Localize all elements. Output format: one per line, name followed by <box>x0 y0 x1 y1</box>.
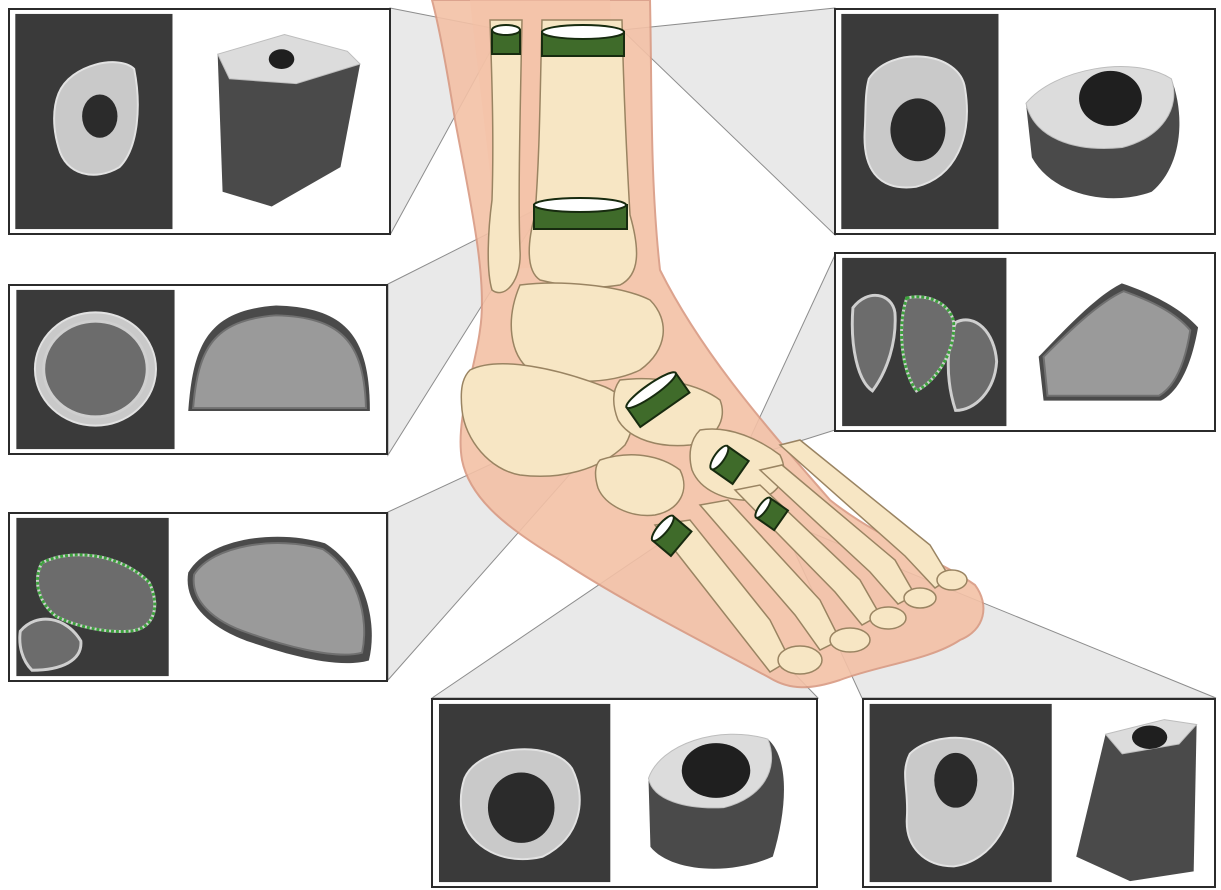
3d-render <box>188 306 370 411</box>
fibula-bone <box>488 20 522 293</box>
panel-talus <box>8 512 388 682</box>
marrow-cavity <box>488 772 555 842</box>
marrow-cavity <box>82 94 117 137</box>
ring-distal-tibia <box>534 198 627 229</box>
panel-navicular <box>834 252 1216 432</box>
3d-render <box>1039 283 1198 400</box>
panel-fibula-shaft <box>8 8 391 235</box>
panel-distal-tibia <box>8 284 388 455</box>
3d-render <box>1076 720 1196 882</box>
3d-render <box>188 537 372 663</box>
3d-render <box>1026 67 1179 199</box>
panel-first-metatarsal <box>431 698 818 888</box>
marrow-cavity <box>934 753 977 808</box>
ring-tibia-shaft <box>542 25 624 56</box>
marrow-cavity <box>890 98 945 161</box>
panel-fifth-metatarsal <box>862 698 1216 888</box>
3d-render <box>218 35 360 207</box>
ring-fibula <box>492 25 520 54</box>
3d-render <box>648 734 783 868</box>
panel-tibia-shaft <box>834 8 1216 235</box>
tibia-bone <box>529 20 636 287</box>
